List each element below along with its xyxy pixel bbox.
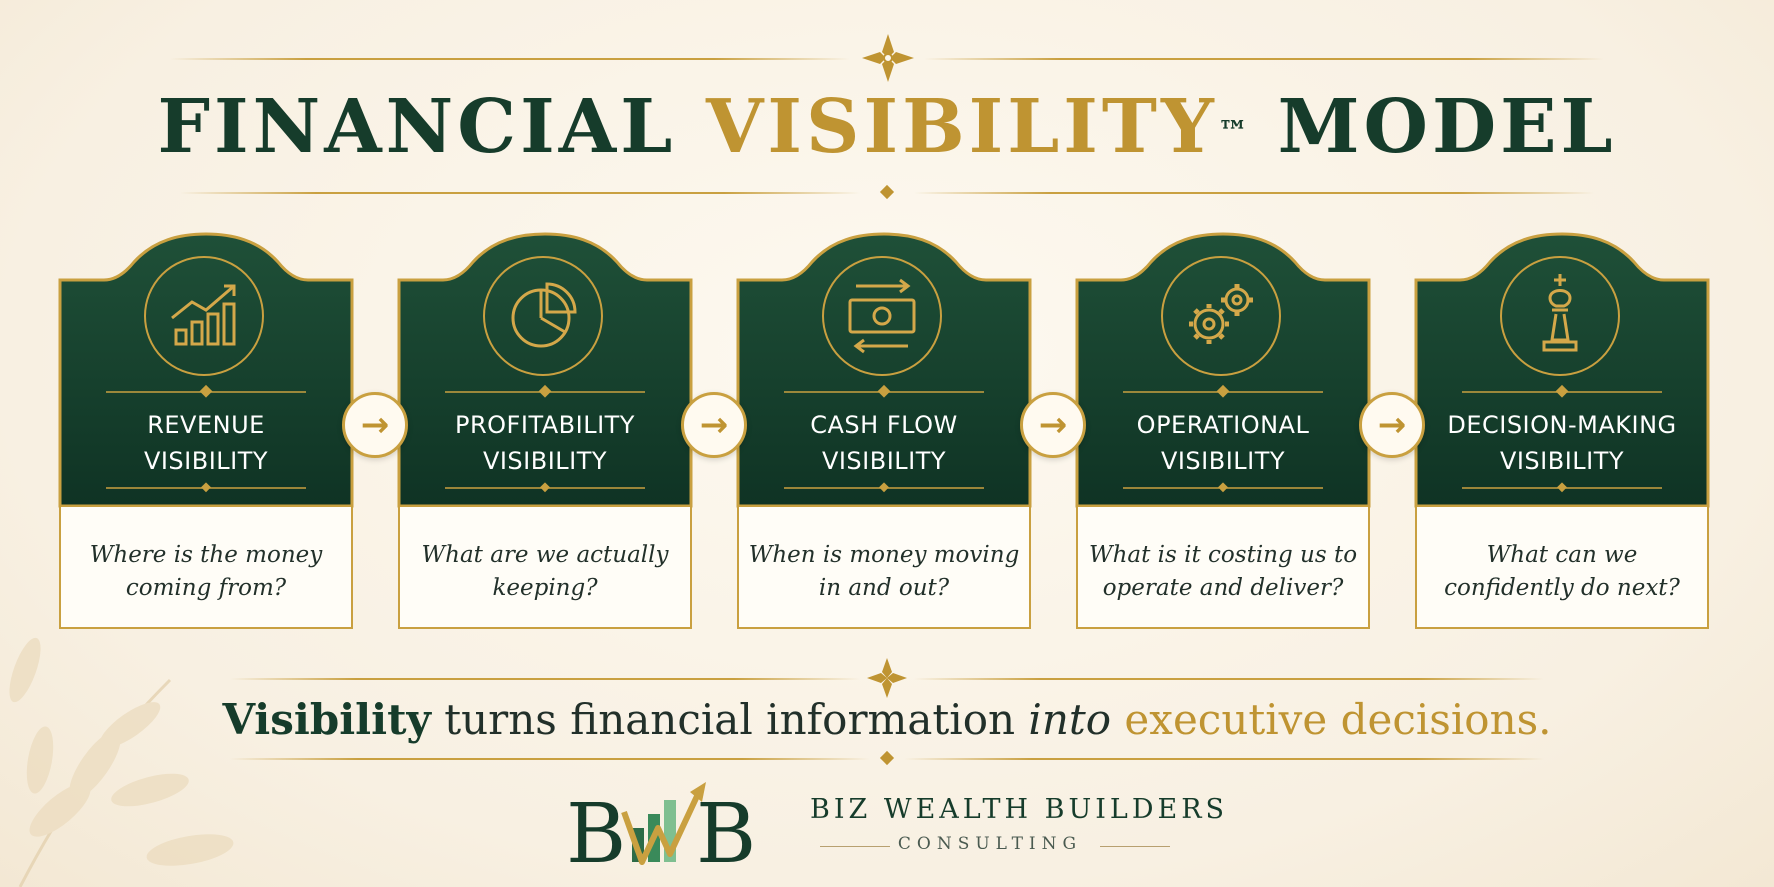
flow-arrow-1: → (342, 392, 408, 458)
card-title-line1: OPERATIONAL (1136, 411, 1310, 439)
card-title-line1: PROFITABILITY (455, 411, 635, 439)
card-question: Where is the money coming from? (89, 542, 323, 601)
card-title-line2: VISIBILITY (1160, 447, 1286, 475)
brand-subtitle: CONSULTING (897, 834, 1083, 854)
card-title-line1: CASH FLOW (810, 411, 958, 439)
card-cash-flow: CASH FLOW VISIBILITY When is money movin… (734, 232, 1034, 632)
bwb-logo-icon: B B (566, 782, 756, 872)
card-title-line2: VISIBILITY (1499, 447, 1625, 475)
brand-name: BIZ WEALTH BUILDERS (810, 794, 1229, 825)
growth-chart-icon (144, 256, 264, 376)
tagline-end: executive decisions. (1111, 695, 1552, 744)
tagline-bold: Visibility (222, 695, 431, 744)
flow-arrow-4: → (1359, 392, 1425, 458)
title-part-financial: FINANCIAL (157, 84, 677, 170)
header-rule-left (170, 58, 850, 60)
header-rule-right (924, 58, 1604, 60)
tagline-rule-top-right (914, 678, 1544, 680)
card-operational: OPERATIONAL VISIBILITY What is it costin… (1073, 232, 1373, 632)
card-revenue: REVENUE VISIBILITY Where is the money co… (56, 232, 356, 632)
brand-sub-rule-right (1100, 846, 1170, 847)
card-question: When is money moving in and out? (748, 542, 1020, 601)
title-part-visibility: VISIBILITY (706, 84, 1218, 170)
gears-icon (1161, 256, 1281, 376)
card-title: CASH FLOW VISIBILITY (734, 407, 1034, 479)
card-decision-making: DECISION-MAKING VISIBILITY What can we c… (1412, 232, 1712, 632)
card-question: What are we actually keeping? (421, 542, 669, 601)
card-title-line2: VISIBILITY (143, 447, 269, 475)
card-title-line2: VISIBILITY (482, 447, 608, 475)
tagline-italic: into (1028, 695, 1112, 744)
card-question: What can we confidently do next? (1444, 542, 1680, 601)
title-rule-right (914, 192, 1594, 194)
card-title: DECISION-MAKING VISIBILITY (1412, 407, 1712, 479)
cash-exchange-icon (822, 256, 942, 376)
brand-sub-rule-left (820, 846, 890, 847)
card-title-line1: REVENUE (147, 411, 265, 439)
card-question: What is it costing us to operate and del… (1088, 542, 1358, 601)
card-title: PROFITABILITY VISIBILITY (395, 407, 695, 479)
card-title-line1: DECISION-MAKING (1447, 411, 1677, 439)
tagline-rule-diamond (879, 750, 895, 766)
card-title: REVENUE VISIBILITY (56, 407, 356, 479)
tagline-rule-bottom-right (904, 758, 1544, 760)
pie-chart-icon (483, 256, 603, 376)
tagline-rule-top-left (230, 678, 860, 680)
leaf-decoration-icon (9, 637, 234, 887)
trademark-mark: ™ (1217, 115, 1248, 150)
title-part-model: MODEL (1277, 84, 1617, 170)
title-rule-diamond (879, 184, 895, 200)
fleur-ornament-icon (862, 34, 914, 82)
tagline-rule-bottom-left (230, 758, 870, 760)
svg-text:B: B (566, 787, 626, 872)
flow-arrow-2: → (681, 392, 747, 458)
card-title-line2: VISIBILITY (821, 447, 947, 475)
svg-text:B: B (696, 787, 756, 872)
tagline-ornament-icon (867, 658, 907, 698)
title-rule-left (180, 192, 860, 194)
chess-king-icon (1500, 256, 1620, 376)
page-title: FINANCIAL VISIBILITY™ MODEL (0, 82, 1774, 172)
tagline-mid: turns financial information (430, 695, 1029, 744)
card-title: OPERATIONAL VISIBILITY (1073, 407, 1373, 479)
flow-arrow-3: → (1020, 392, 1086, 458)
tagline: Visibility turns financial information i… (0, 692, 1774, 748)
card-profitability: PROFITABILITY VISIBILITY What are we act… (395, 232, 695, 632)
